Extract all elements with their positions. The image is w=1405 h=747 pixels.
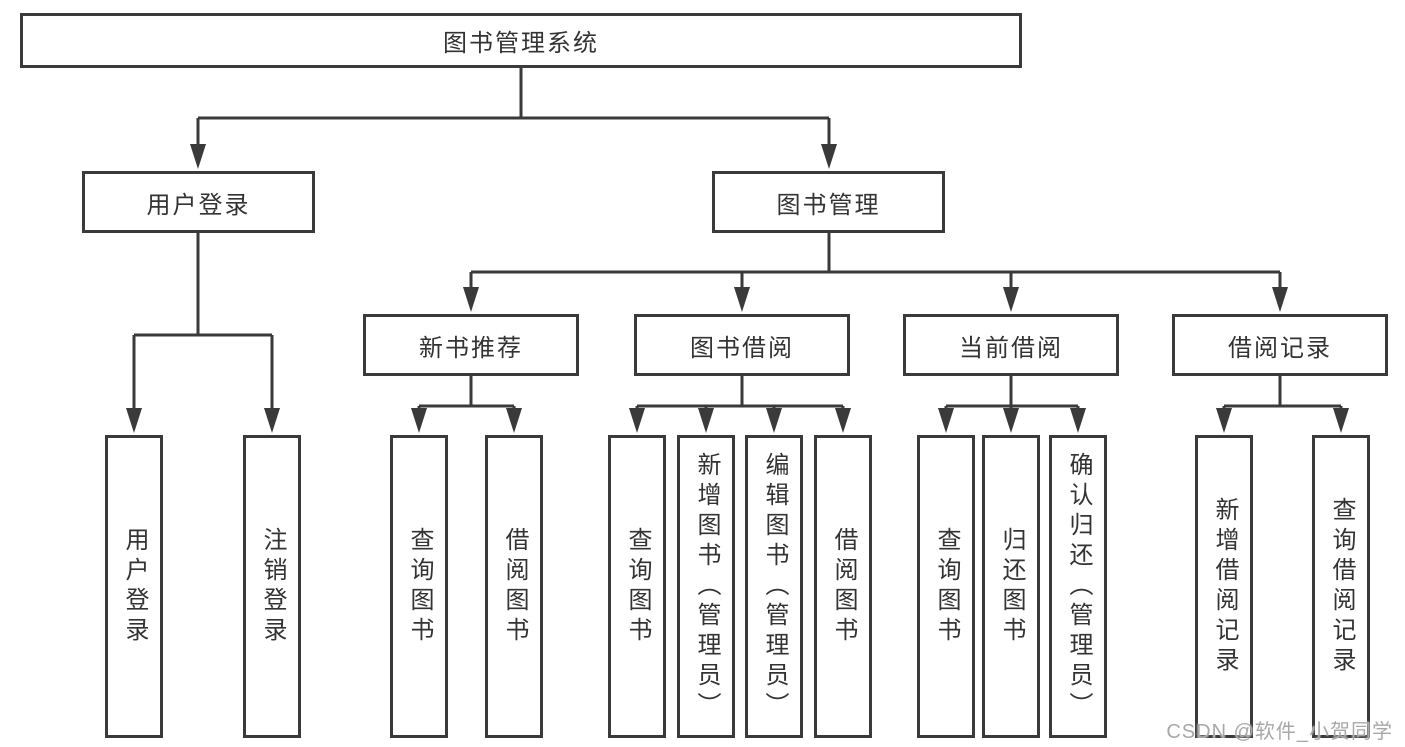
- node-leaf-query-borrow-record: 查询借阅记录: [1312, 435, 1370, 738]
- fanout-user-login: [132, 233, 274, 412]
- node-label: 图书借阅: [690, 334, 794, 362]
- arrowhead-icon: [506, 408, 522, 433]
- node-book-borrowing: 图书借阅: [634, 314, 850, 376]
- arrowheads: [126, 144, 1349, 433]
- node-label: 查询图书: [624, 526, 651, 647]
- arrowhead-icon: [190, 144, 206, 169]
- node-label: 注销登录: [259, 526, 286, 647]
- node-label: 查询借阅记录: [1328, 496, 1355, 677]
- arrowhead-icon: [126, 408, 142, 433]
- node-label: 图书管理: [776, 191, 881, 219]
- node-leaf-borrow-books: 借阅图书: [814, 435, 872, 738]
- node-borrowing-records: 借阅记录: [1172, 314, 1388, 376]
- node-leaf-add-borrow-record: 新增借阅记录: [1195, 435, 1253, 738]
- fanout-root: [196, 68, 831, 148]
- arrowhead-icon: [629, 408, 645, 433]
- arrowhead-icon: [734, 287, 750, 312]
- node-leaf-edit-book-admin: 编辑图书（管理员）: [745, 435, 803, 738]
- arrowhead-icon: [1003, 287, 1019, 312]
- arrowhead-icon: [411, 408, 427, 433]
- node-user-login: 用户登录: [82, 171, 315, 233]
- node-leaf-user-login: 用户登录: [105, 435, 163, 738]
- node-label: 借阅图书: [830, 526, 857, 647]
- arrowhead-icon: [1333, 408, 1349, 433]
- node-current-borrowing: 当前借阅: [903, 314, 1119, 376]
- arrowhead-icon: [1070, 408, 1086, 433]
- node-leaf-query-books-borrowing: 查询图书: [608, 435, 666, 738]
- node-label: 编辑图书（管理员）: [761, 451, 788, 722]
- node-label: 查询图书: [933, 526, 960, 647]
- node-leaf-logout: 注销登录: [243, 435, 301, 738]
- arrowhead-icon: [766, 408, 782, 433]
- node-leaf-confirm-return-admin: 确认归还（管理员）: [1049, 435, 1107, 738]
- node-root-library-management-system: 图书管理系统: [20, 13, 1022, 68]
- node-label: 借阅图书: [501, 526, 528, 647]
- arrowhead-icon: [821, 144, 837, 169]
- arrowhead-icon: [698, 408, 714, 433]
- arrowhead-icon: [1003, 408, 1019, 433]
- fanout-book-borrowing: [635, 376, 845, 414]
- node-label: 确认归还（管理员）: [1065, 451, 1092, 722]
- node-leaf-query-books-current: 查询图书: [917, 435, 975, 738]
- node-label: 图书管理系统: [443, 30, 599, 57]
- node-label: 查询图书: [406, 526, 433, 647]
- node-new-book-recommendation: 新书推荐: [363, 314, 579, 376]
- arrowhead-icon: [1216, 408, 1232, 433]
- node-label: 用户登录: [146, 191, 251, 219]
- fanout-book-management: [469, 233, 1282, 291]
- arrowhead-icon: [1272, 287, 1288, 312]
- arrowhead-icon: [835, 408, 851, 433]
- arrowhead-icon: [264, 408, 280, 433]
- csdn-watermark: CSDN @软件_小贺同学: [1166, 721, 1393, 743]
- node-label: 用户登录: [121, 526, 148, 647]
- node-leaf-add-book-admin: 新增图书（管理员）: [677, 435, 735, 738]
- node-label: 新书推荐: [419, 334, 523, 362]
- fanout-borrowing-records: [1222, 376, 1343, 414]
- node-label: 新增借阅记录: [1211, 496, 1238, 677]
- fanout-new-book-recommendation: [417, 376, 516, 414]
- arrowhead-icon: [463, 287, 479, 312]
- arrowhead-icon: [938, 408, 954, 433]
- node-label: 当前借阅: [959, 334, 1063, 362]
- node-label: 归还图书: [998, 526, 1025, 647]
- node-book-management: 图书管理: [712, 171, 945, 233]
- node-leaf-return-books: 归还图书: [982, 435, 1040, 738]
- node-leaf-borrow-books-recommend: 借阅图书: [485, 435, 543, 738]
- node-label: 新增图书（管理员）: [693, 451, 720, 722]
- node-label: 借阅记录: [1228, 334, 1332, 362]
- node-leaf-query-books-recommend: 查询图书: [390, 435, 448, 738]
